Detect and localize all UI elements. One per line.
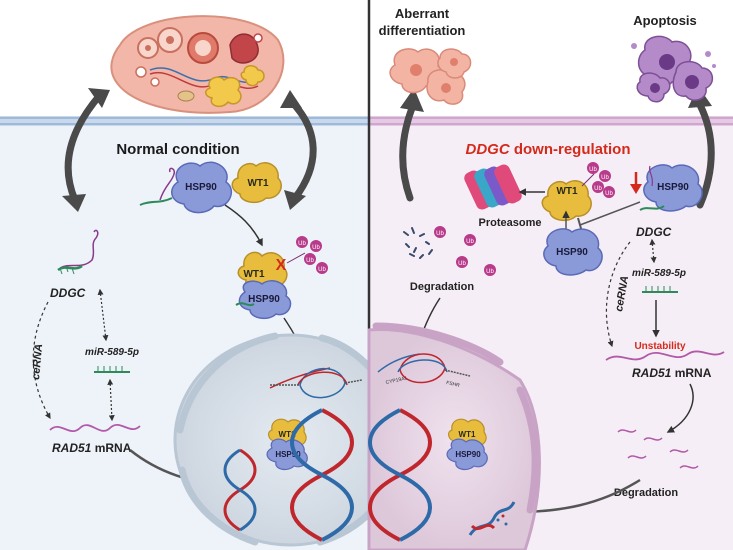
left-dna-helix-small xyxy=(223,448,257,532)
free-ub-4: Ub xyxy=(486,269,494,275)
aberrant-cells-illustration xyxy=(389,48,472,105)
left-mir-label: miR-589-5p xyxy=(85,347,139,358)
left-hsp90-top-label: HSP90 xyxy=(185,182,217,193)
right-wt1-nucleus-label: WT1 xyxy=(459,430,476,439)
downregulation-heading-gene: DDGC xyxy=(466,141,511,158)
left-outer-double-arrow xyxy=(62,88,110,212)
right-rad51-mrna-strand xyxy=(605,350,725,361)
left-rad51-label: RAD51 mRNA xyxy=(52,441,132,455)
downregulation-heading-rest: down-regulation xyxy=(510,141,631,158)
left-ub-1: Ub xyxy=(298,241,306,247)
left-wt1-nucleus-label: WT1 xyxy=(279,430,296,439)
protein-degradation-label: Degradation xyxy=(410,281,474,293)
right-rad51-gene: RAD51 xyxy=(632,366,672,380)
proteasome-label: Proteasome xyxy=(479,217,542,229)
right-wt1-hsp90-nucleus: WT1 HSP90 xyxy=(446,418,488,471)
left-cerna-dashed-arrow xyxy=(32,301,51,420)
right-dna-helix xyxy=(368,408,432,542)
degraded-mrna-fragments xyxy=(617,429,699,469)
left-ddgc-label: DDGC xyxy=(50,286,86,300)
free-ub-2: Ub xyxy=(466,239,474,245)
right-ubiquitin-chain: Ub Ub Ub Ub xyxy=(581,162,615,198)
right-hsp90-free-label: HSP90 xyxy=(556,247,588,258)
proteasome-icon xyxy=(464,164,522,210)
left-wt1-top-label: WT1 xyxy=(247,178,269,189)
left-dna-helix-large xyxy=(290,408,354,542)
right-wt1-ubiquitinated: WT1 xyxy=(541,180,592,222)
right-transcription-bubble: CYP19A1 FSHR xyxy=(377,353,471,389)
left-ddgc-lncrna xyxy=(57,229,99,275)
free-ub-1: Ub xyxy=(436,231,444,237)
left-mir-rad51-link xyxy=(107,378,115,422)
right-ub-3: Ub xyxy=(594,186,602,192)
aberrant-label-line2: differentiation xyxy=(379,23,466,38)
right-hsp90-nucleus-label: HSP90 xyxy=(455,450,481,459)
left-ub-2: Ub xyxy=(312,245,320,251)
blocked-ubiquitination-x: X xyxy=(276,257,287,274)
apoptosis-label: Apoptosis xyxy=(633,13,697,28)
rad51-to-degradation-arrow xyxy=(666,383,694,433)
left-ub-4: Ub xyxy=(318,267,326,273)
left-transcription-bubble xyxy=(269,367,363,399)
left-ubiquitin-chain: Ub Ub Ub Ub xyxy=(286,236,328,274)
left-mirna-icon xyxy=(94,366,130,373)
left-hsp90-lncrna-complex: HSP90 xyxy=(139,161,232,214)
left-rad51-mrna-strand xyxy=(49,423,141,433)
right-mir-label: miR-589-5p xyxy=(632,268,686,279)
apoptotic-cells-illustration xyxy=(631,35,716,103)
right-arrow-to-aberrant xyxy=(399,88,424,202)
left-wt1-top: WT1 xyxy=(231,162,282,204)
ovary-illustration xyxy=(110,15,285,114)
right-ub-1: Ub xyxy=(589,167,597,173)
right-broken-dna xyxy=(468,501,516,536)
right-cerna-dashed-arrow xyxy=(605,241,631,348)
left-cell-membrane xyxy=(0,116,369,126)
normal-condition-heading: Normal condition xyxy=(116,141,239,158)
red-downregulation-arrow xyxy=(630,172,642,194)
unstability-label: Unstability xyxy=(634,341,686,352)
left-inner-double-arrow xyxy=(280,90,317,210)
left-rad51-gene: RAD51 xyxy=(52,441,92,455)
hsp90-release-inhibition xyxy=(579,201,641,226)
right-hsp90-lncrna-complex: HSP90 xyxy=(639,164,703,212)
left-ub-3: Ub xyxy=(306,258,314,264)
mrna-degradation-label: Degradation xyxy=(614,487,678,499)
fshr-label: FSHR xyxy=(446,380,461,389)
downregulation-heading: DDGC down-regulation xyxy=(466,141,631,158)
left-rad51-mrna: mRNA xyxy=(91,441,131,455)
left-cerna-label: ceRNA xyxy=(30,343,45,380)
right-cell-membrane xyxy=(369,116,733,126)
left-wt1-bound-label: WT1 xyxy=(243,269,265,280)
cyp19a1-label: CYP19A1 xyxy=(385,375,408,385)
protein-degradation-fragments: Ub Ub Ub Ub xyxy=(403,226,496,276)
left-hsp90-nucleus-label: HSP90 xyxy=(275,450,301,459)
free-hsp90: HSP90 xyxy=(543,228,603,276)
right-rad51-label: RAD51 mRNA xyxy=(632,366,712,380)
right-mirna-icon xyxy=(642,286,678,293)
right-ub-2: Ub xyxy=(601,175,609,181)
left-wt1-hsp90-complex: WT1 HSP90 xyxy=(235,251,292,320)
right-rad51-mrna: mRNA xyxy=(671,366,711,380)
right-wt1-label: WT1 xyxy=(556,186,578,197)
aberrant-label-line1: Aberrant xyxy=(395,6,450,21)
left-ddgc-mir-link xyxy=(97,288,109,342)
right-hsp90-top-label: HSP90 xyxy=(657,182,689,193)
free-ub-3: Ub xyxy=(458,261,466,267)
left-hsp90-bound-label: HSP90 xyxy=(248,294,280,305)
left-binding-arrow xyxy=(224,204,263,247)
right-ddgc-label: DDGC xyxy=(636,225,672,239)
right-ub-4: Ub xyxy=(605,191,613,197)
